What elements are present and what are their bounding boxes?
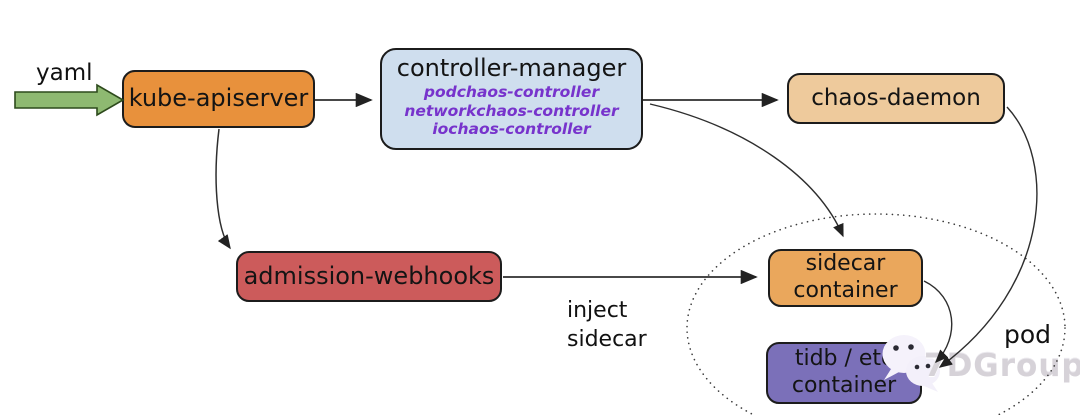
node-controller-manager: controller-manager podchaos-controller n… (380, 48, 643, 150)
yaml-input-arrow (14, 83, 125, 117)
node-chaos-daemon: chaos-daemon (787, 73, 1005, 124)
pod-label: pod (1004, 320, 1052, 349)
networkchaos-controller-label: networkchaos-controller (404, 101, 619, 120)
node-sidecar-container-label: sidecar container (793, 251, 898, 303)
node-tidb-container-label: tidb / etc container (791, 346, 897, 398)
watermark-text: 7DGroup (924, 348, 1080, 384)
node-tidb-container: tidb / etc container (766, 342, 922, 404)
node-admission-webhooks: admission-webhooks (236, 251, 502, 302)
node-chaos-daemon-label: chaos-daemon (811, 85, 981, 112)
node-kube-apiserver: kube-apiserver (122, 70, 315, 128)
iochaos-controller-label: iochaos-controller (432, 120, 591, 139)
node-admission-webhooks-label: admission-webhooks (243, 261, 495, 290)
node-kube-apiserver-label: kube-apiserver (128, 84, 309, 113)
inject-sidecar-label: inject sidecar (567, 298, 647, 352)
node-controller-manager-label: controller-manager (396, 54, 627, 82)
arrow-apiserver-to-admission-webhooks (215, 128, 231, 250)
arrow-sidecar-to-tidb (923, 280, 953, 364)
node-sidecar-container: sidecar container (768, 249, 923, 307)
yaml-label: yaml (36, 60, 93, 86)
podchaos-controller-label: podchaos-controller (423, 82, 600, 101)
